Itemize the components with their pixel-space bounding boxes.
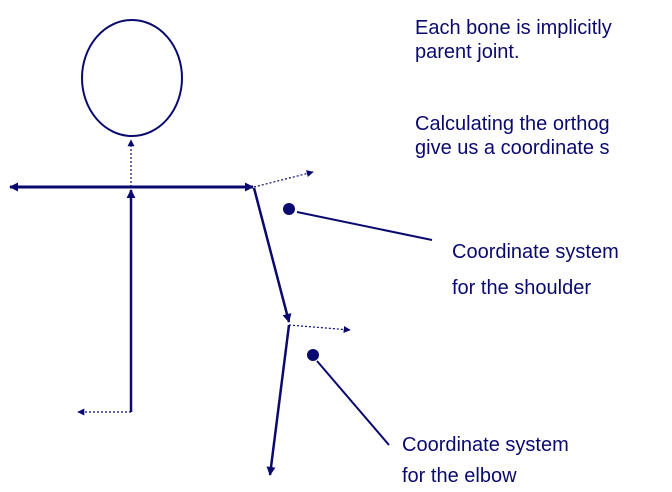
intro-text-line1: Each bone is implicitly [415, 17, 612, 39]
calc-text-line1: Calculating the orthog [415, 113, 610, 135]
elbow-label-line1: Coordinate system [402, 434, 569, 456]
shoulder-dotted-arrow [253, 170, 314, 188]
intro-text-line2: parent joint. [415, 41, 520, 63]
elbow-callout-line [316, 360, 390, 446]
elbow-dotted-arrow [288, 324, 351, 333]
forearm-arrow [266, 324, 291, 476]
elbow-label-line2: for the elbow [402, 465, 517, 487]
elbow-callout-dot [307, 349, 319, 361]
shoulder-label-line1: Coordinate system [452, 241, 619, 263]
upper-arm-arrow [252, 187, 292, 323]
shoulder-callout-dot [283, 203, 295, 215]
shoulder-label-line2: for the shoulder [452, 277, 591, 299]
head-ellipse [81, 19, 183, 137]
shoulder-callout-line [296, 211, 433, 241]
calc-text-line2: give us a coordinate s [415, 137, 610, 159]
